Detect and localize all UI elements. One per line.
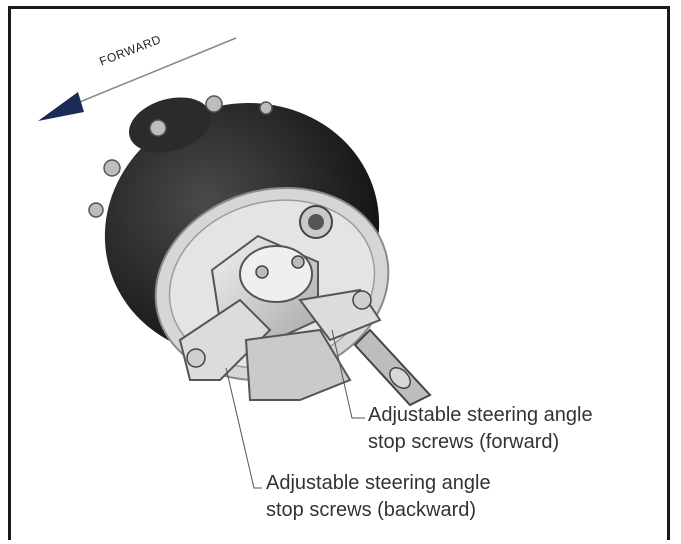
callout-forward-line2: stop screws (forward)	[368, 431, 560, 453]
callout-forward-stop-screws: Adjustable steering angle stop screws (f…	[368, 402, 593, 456]
callout-backward-stop-screws: Adjustable steering angle stop screws (b…	[266, 470, 491, 524]
sensor-port	[299, 205, 333, 239]
callout-forward-line1: Adjustable steering angle	[368, 404, 593, 426]
forward-arrow	[38, 37, 237, 121]
tie-rod	[353, 328, 432, 407]
steering-arm	[178, 288, 382, 401]
lug-nuts	[88, 95, 273, 218]
callout-backward-line1: Adjustable steering angle	[266, 472, 491, 494]
leader-line-forward	[331, 329, 365, 419]
leader-line-backward	[225, 367, 262, 489]
callout-backward-line2: stop screws (backward)	[266, 499, 477, 521]
